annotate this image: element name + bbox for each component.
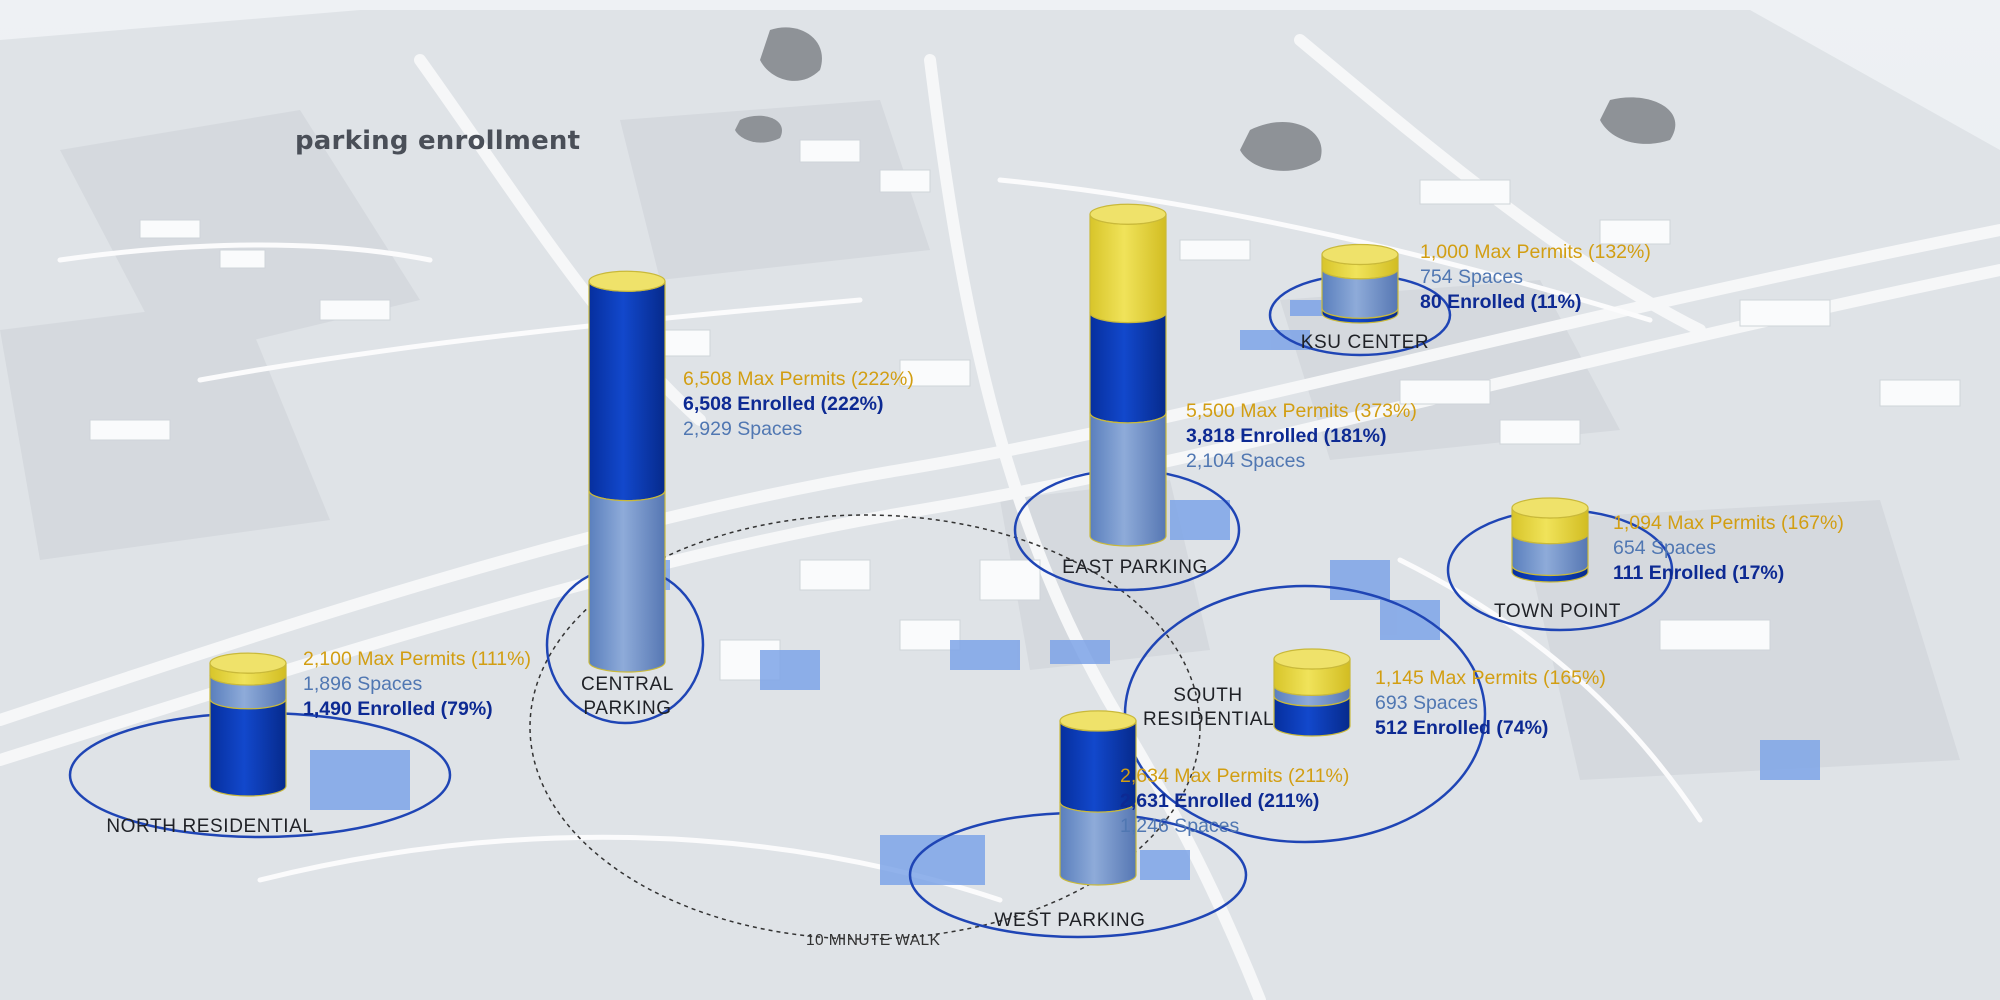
cylinder-top-cap [1273,648,1351,670]
enrolled-text: 80 Enrolled (11%) [1420,291,1582,313]
max-permits-text: 1,094 Max Permits (167%) [1613,512,1844,534]
spaces-text: 2,929 Spaces [683,418,803,440]
enrolled-text: 2,631 Enrolled (211%) [1120,790,1320,812]
cylinder-north-residential [209,652,287,797]
enrollment-cylinders [209,203,1589,886]
cylinder-east [1089,203,1167,547]
cylinder-south-residential [1273,648,1351,737]
stats-south-residential: 1,145 Max Permits (165%) 693 Spaces 512 … [1375,666,1606,741]
enrolled-text: 1,490 Enrolled (79%) [303,698,493,720]
lower-segment [1059,801,1137,886]
enrolled-text: 512 Enrolled (74%) [1375,717,1549,739]
spaces-text: 2,104 Spaces [1186,450,1306,472]
stats-ksu-center: 1,000 Max Permits (132%) 754 Spaces 80 E… [1420,240,1651,315]
enrolled-text: 111 Enrolled (17%) [1613,562,1785,584]
stats-north-residential: 2,100 Max Permits (111%) 1,896 Spaces 1,… [303,647,531,722]
max-permits-text: 1,000 Max Permits (132%) [1420,241,1651,263]
zone-label-east: EAST PARKING [1062,557,1208,578]
cylinder-town-point [1511,497,1589,583]
cylinder-top-cap [588,270,666,292]
zone-label-town-point: TOWN POINT [1493,601,1622,622]
stats-west: 2,634 Max Permits (211%) 2,631 Enrolled … [1120,764,1349,839]
upper-segment [1089,312,1167,424]
enrolled-text: 3,818 Enrolled (181%) [1186,425,1387,447]
page-title: parking enrollment [295,126,581,156]
lower-segment [1321,308,1399,324]
lower-segment [1089,412,1167,547]
cylinder-central [588,270,666,673]
max-permits-segment [1089,214,1167,324]
spaces-text: 1,246 Spaces [1120,815,1240,837]
stats-east: 5,500 Max Permits (373%) 3,818 Enrolled … [1186,399,1417,474]
enrolled-text: 6,508 Enrolled (222%) [683,393,884,415]
spaces-text: 1,896 Spaces [303,673,423,695]
zone-label-central: CENTRAL PARKING [581,674,674,719]
cylinder-top-cap [1321,243,1399,266]
stats-town-point: 1,094 Max Permits (167%) 654 Spaces 111 … [1613,511,1844,586]
zone-label-north-residential: NORTH RESIDENTIAL [106,816,314,837]
lower-segment [1273,695,1351,737]
cylinder-ksu-center [1321,243,1399,324]
max-permits-text: 6,508 Max Permits (222%) [683,368,914,390]
spaces-text: 654 Spaces [1613,537,1716,559]
cylinder-west [1059,710,1137,886]
zone-label-south-residential: SOUTH RESIDENTIAL [1143,685,1275,730]
walk-radius-label: 10 MINUTE WALK [806,932,941,949]
max-permits-text: 1,145 Max Permits (165%) [1375,667,1606,689]
spaces-text: 754 Spaces [1420,266,1523,288]
lower-segment [588,490,666,673]
cylinder-top-cap [209,652,287,674]
lower-segment [209,698,287,797]
zone-label-ksu-center: KSU CENTER [1300,332,1430,353]
spaces-text: 693 Spaces [1375,692,1478,714]
cylinder-top-cap [1511,497,1589,519]
max-permits-text: 5,500 Max Permits (373%) [1186,400,1417,422]
stats-central: 6,508 Max Permits (222%) 6,508 Enrolled … [683,367,914,442]
cylinder-top-cap [1059,710,1137,732]
cylinder-top-cap [1089,203,1167,225]
lower-segment [1511,565,1589,583]
zone-label-west: WEST PARKING [994,910,1146,931]
max-permits-text: 2,100 Max Permits (111%) [303,648,531,670]
max-permits-text: 2,634 Max Permits (211%) [1120,765,1350,787]
upper-segment [588,281,666,502]
walk-radius-ellipse [529,514,1201,940]
